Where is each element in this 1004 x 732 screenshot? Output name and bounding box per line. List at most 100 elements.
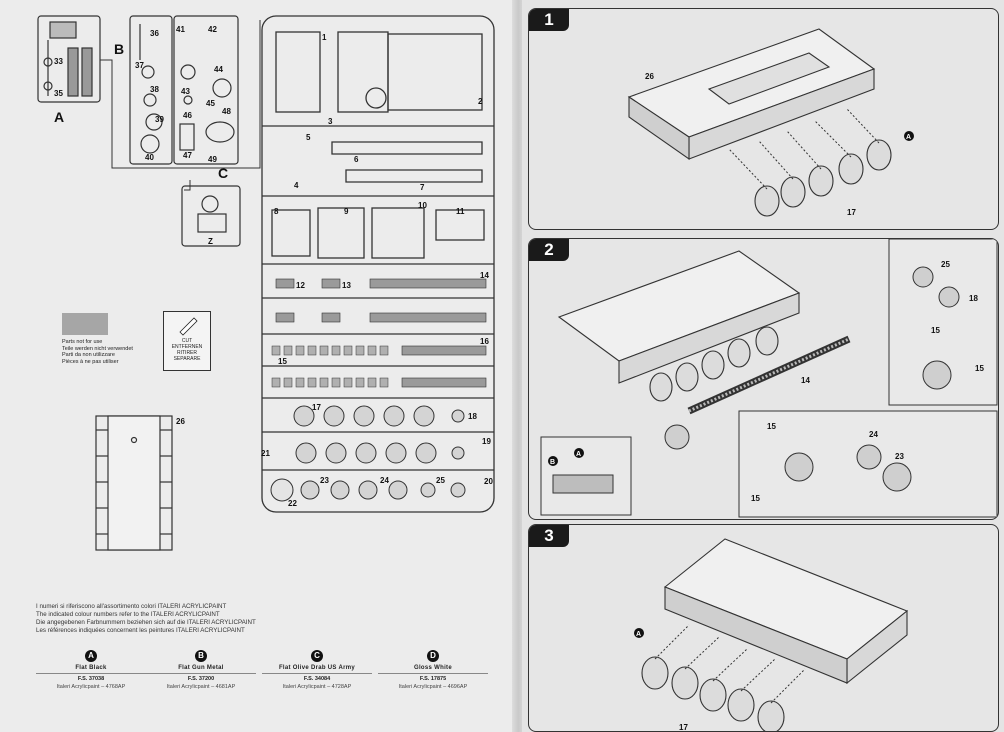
step2-part-15-label: 15 (931, 326, 940, 335)
part-43-label: 43 (181, 87, 190, 96)
cut-line: SEPARARE (173, 356, 201, 362)
knife-icon (164, 312, 210, 338)
part-37-label: 37 (135, 61, 144, 70)
part-3-label: 3 (328, 117, 333, 126)
step2-paint-a-badge: A (576, 451, 581, 458)
paint-acrylic-code: Italeri Acrylicpaint – 4696AP (398, 684, 468, 690)
part-45-label: 45 (206, 99, 215, 108)
main-sprue-frame (261, 15, 495, 513)
sprue-b (129, 15, 173, 165)
part-22-label: 22 (288, 499, 297, 508)
step2-part-15-label: 15 (751, 494, 760, 503)
sprue-z (181, 185, 241, 247)
paint-fs-code: F.S. 34084 (303, 676, 331, 682)
link-row-1 (271, 345, 389, 388)
sprue-c (173, 15, 239, 165)
note-line: Teile werden nicht verwendet (62, 345, 133, 352)
part-21-label: 21 (261, 449, 270, 458)
sprue-connectors (100, 20, 261, 191)
paint-acrylic-code: Italeri Acrylicpaint – 4768AP (56, 684, 126, 690)
step1-hull-label: 26 (645, 72, 654, 81)
step-2-diagram: 25 18 15 15 14 15 15 24 23 B A (540, 239, 998, 518)
part-7-label: 7 (420, 183, 425, 192)
paint-swatch-b: B Flat Gun Metal F.S. 37200 Italeri Acry… (146, 645, 256, 690)
paint-name: Gloss White (378, 665, 488, 674)
part-33-label: 33 (54, 57, 63, 66)
step2-part-18-label: 18 (969, 294, 978, 303)
hull-label: 26 (176, 417, 185, 426)
paint-swatch-a: A Flat Black F.S. 37038 Italeri Acrylicp… (36, 645, 146, 690)
sprue-b-label: B (114, 41, 124, 57)
part-25-label: 25 (436, 476, 445, 485)
cut-line: CUT (181, 338, 193, 344)
note-line: Pièces à ne pas utiliser (62, 358, 119, 365)
paint-acrylic-code: Italeri Acrylicpaint – 4728AP (282, 684, 352, 690)
step-3-diagram: A 17 (634, 538, 909, 731)
part-8-label: 8 (274, 207, 279, 216)
part-12-label: 12 (296, 281, 305, 290)
legend-line-de: Die angegebenen Farbnummern beziehen sic… (36, 619, 256, 626)
step2-part-23-label: 23 (895, 452, 904, 461)
part-44-label: 44 (214, 65, 223, 74)
step2-part-24-label: 24 (869, 430, 878, 439)
step2-part-15-label: 15 (767, 422, 776, 431)
part-14-label: 14 (480, 271, 489, 280)
part-41-label: 41 (176, 25, 185, 34)
part-5-label: 5 (306, 133, 311, 142)
part-20-label: 20 (484, 477, 493, 486)
part-49-label: 49 (208, 155, 217, 164)
step-1-diagram: 26 17 A (627, 28, 914, 217)
cut-line: ENTFERNEN (171, 344, 203, 350)
paint-fs-code: F.S. 37200 (187, 676, 215, 682)
part-23-label: 23 (320, 476, 329, 485)
step2-part-25-label: 25 (941, 260, 950, 269)
part-19-label: 19 (482, 437, 491, 446)
step2-paint-b-badge: B (550, 459, 555, 466)
part-10-label: 10 (418, 201, 427, 210)
note-line: Parts not for use (62, 339, 103, 345)
paint-name: Flat Black (36, 665, 146, 674)
paint-swatch-c: C Flat Olive Drab US Army F.S. 34084 Ita… (262, 645, 372, 690)
cut-line: RITIRER (177, 350, 197, 356)
part-42-label: 42 (208, 25, 217, 34)
sprue-a (37, 15, 101, 103)
part-39-label: 39 (155, 115, 164, 124)
sprue-a-label: A (54, 109, 64, 125)
sprue-diagrams: 33 35 A B 36 37 38 39 40 (37, 15, 495, 551)
legend-line-en: The indicated colour numbers refer to th… (36, 611, 220, 618)
part-47-label: 47 (183, 151, 192, 160)
paint-letter-badge: A (85, 650, 97, 662)
part-4-label: 4 (294, 181, 299, 190)
part-17-label: 17 (312, 403, 321, 412)
not-for-use-notes: Parts not for use Teile werden nicht ver… (62, 339, 133, 365)
paint-name: Flat Olive Drab US Army (262, 665, 372, 674)
step-number: 2 (529, 239, 569, 261)
paint-letter-badge: D (427, 650, 439, 662)
step1-wheels-label: 17 (847, 208, 856, 217)
cut-instruction-box: CUT ENTFERNEN RITIRER SEPARARE (163, 311, 211, 371)
step3-wheels-label: 17 (679, 723, 688, 731)
step2-part-15-label: 15 (975, 364, 984, 373)
not-for-use-swatch (62, 313, 108, 335)
step-number: 1 (529, 9, 569, 31)
part-9-label: 9 (344, 207, 349, 216)
note-line: Parti da non utilizzare (62, 352, 115, 358)
step3-paint-badge: A (636, 631, 641, 638)
road-wheels-sprue (270, 405, 466, 502)
part-1-label: 1 (322, 33, 327, 42)
part-40-label: 40 (145, 153, 154, 162)
part-11-label: 11 (456, 207, 465, 216)
part-48-label: 48 (222, 107, 231, 116)
paint-fs-code: F.S. 37038 (77, 676, 105, 682)
left-page-sprue-layout: 33 35 A B 36 37 38 39 40 (36, 15, 495, 690)
step2-track-label: 14 (801, 376, 810, 385)
legend-line-fr: Les références indiquées concernent les … (36, 627, 245, 634)
part-38-label: 38 (150, 85, 159, 94)
part-13-label: 13 (342, 281, 351, 290)
paint-name: Flat Gun Metal (146, 665, 256, 674)
part-6-label: 6 (354, 155, 359, 164)
part-15-label: 15 (278, 357, 287, 366)
step-2-panel: 2 25 18 15 (528, 238, 999, 520)
paint-acrylic-code: Italeri Acrylicpaint – 4681AP (166, 684, 236, 690)
